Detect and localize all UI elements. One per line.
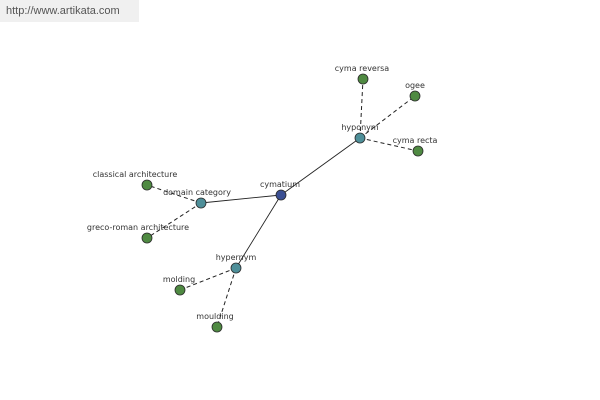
label-molding: molding — [163, 275, 195, 284]
edge-cyma-recta — [359, 137, 419, 152]
edge-classical-architecture — [146, 184, 202, 204]
edge-domain-category — [200, 194, 282, 204]
node-domain-category[interactable] — [195, 197, 207, 209]
node-classical-architecture[interactable] — [141, 179, 153, 191]
node-hyponym[interactable] — [354, 132, 366, 144]
edge-hypernym — [235, 194, 282, 269]
edge-moulding — [216, 267, 237, 328]
edge-ogee — [359, 95, 416, 139]
node-cyma-reversa[interactable] — [357, 73, 369, 85]
label-cymatium: cymatium — [260, 180, 300, 189]
node-cymatium[interactable] — [275, 189, 287, 201]
node-ogee[interactable] — [409, 90, 421, 102]
node-cyma-recta[interactable] — [412, 145, 424, 157]
node-greco-roman-architecture[interactable] — [141, 232, 153, 244]
label-hypernym: hypernym — [216, 253, 257, 262]
node-moulding[interactable] — [211, 321, 223, 333]
label-cyma-recta: cyma recta — [393, 136, 438, 145]
label-hyponym: hyponym — [341, 123, 379, 132]
label-moulding: moulding — [196, 312, 233, 321]
label-ogee: ogee — [405, 81, 425, 90]
site-watermark: http://www.artikata.com — [0, 0, 139, 22]
edge-hyponym — [280, 137, 361, 196]
edge-greco-roman-architecture — [146, 202, 202, 239]
edge-molding — [179, 267, 237, 291]
node-molding[interactable] — [174, 284, 186, 296]
label-greco-roman-architecture: greco-roman architecture — [87, 223, 189, 232]
label-classical-architecture: classical architecture — [93, 170, 178, 179]
label-cyma-reversa: cyma reversa — [335, 64, 390, 73]
edge-cyma-reversa — [359, 78, 364, 139]
node-hypernym[interactable] — [230, 262, 242, 274]
label-domain-category: domain category — [163, 188, 231, 197]
